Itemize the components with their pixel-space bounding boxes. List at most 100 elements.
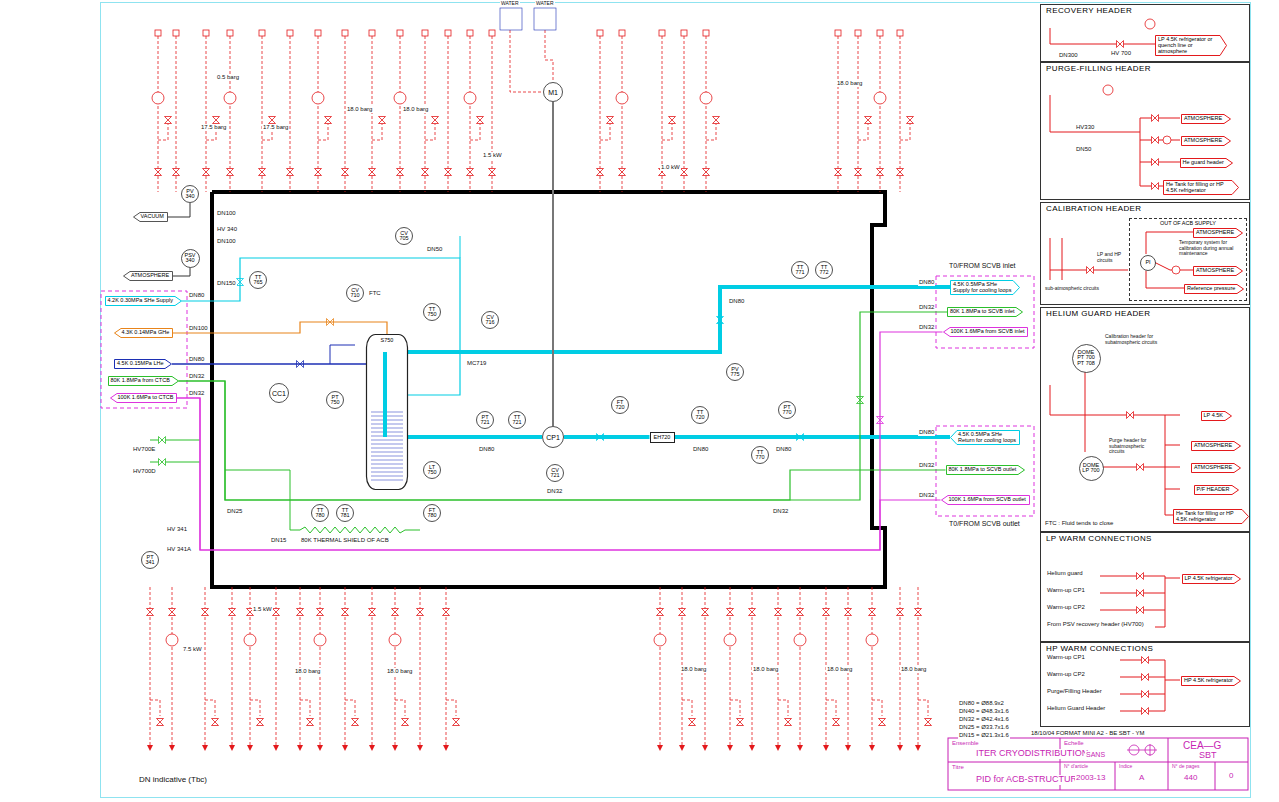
annotation-label: Warm-up CP1 bbox=[1046, 654, 1086, 661]
annotation-label: N° de pages bbox=[1171, 764, 1201, 770]
annotation-label: WATER bbox=[535, 1, 555, 7]
valve-symbol bbox=[397, 169, 404, 176]
annotation-label: DN100 bbox=[216, 210, 237, 217]
instrument-circle: CC1 bbox=[269, 383, 289, 403]
arrow-outline bbox=[105, 297, 181, 306]
vent-arrow bbox=[845, 745, 851, 751]
pipe-terminal-arrow: ATMOSPHERE bbox=[1181, 136, 1231, 146]
vent-arrow bbox=[369, 745, 375, 751]
pipe-line bbox=[1165, 467, 1180, 468]
relief-valve-symbol bbox=[619, 30, 625, 36]
pipe-terminal-arrow: 80K 1.8MPa to SCVB outlet bbox=[946, 465, 1025, 475]
node-text: CV 721 bbox=[550, 468, 559, 479]
relief-valve-symbol bbox=[155, 30, 161, 36]
process-pipe bbox=[408, 287, 950, 352]
node-text: 4.5K 0.15MPa LHe bbox=[117, 360, 164, 366]
instrument-circle: LT 750 bbox=[423, 461, 441, 479]
annotation-label: DN100 bbox=[188, 325, 209, 332]
node-text: PT 341 bbox=[145, 555, 154, 566]
annotation-label: Echelle bbox=[1063, 740, 1085, 747]
valve-symbol bbox=[379, 117, 386, 124]
pipe-line bbox=[1100, 576, 1165, 577]
pipe-terminal-arrow: 100K 1.6MPa from SCVB outlet bbox=[941, 495, 1030, 505]
annotation-label: DN32 bbox=[918, 462, 935, 469]
arrow-outline bbox=[124, 272, 173, 281]
valve-symbol bbox=[325, 117, 332, 124]
annotation-label: HV 341A bbox=[166, 546, 192, 553]
circle-outline bbox=[182, 186, 199, 203]
valve-symbol bbox=[1137, 607, 1144, 614]
circle-outline bbox=[547, 465, 564, 482]
instrument-branch bbox=[395, 700, 405, 716]
valve-symbol bbox=[342, 609, 349, 616]
instrument-branch bbox=[858, 124, 868, 140]
node-text: PURGE-FILLING HEADER bbox=[1041, 63, 1249, 76]
annotation-label: DN50 bbox=[426, 246, 443, 253]
instrument-branch bbox=[918, 700, 928, 716]
annotation-label: HV700D bbox=[132, 468, 157, 475]
projection-symbol bbox=[1127, 750, 1157, 751]
arrow-outline bbox=[951, 430, 1020, 444]
circle-outline bbox=[424, 505, 441, 522]
annotation-label: DN80 bbox=[775, 446, 792, 453]
instrument-circle: TT 770 bbox=[751, 446, 769, 464]
annotation-label: DN32 bbox=[546, 488, 563, 495]
title-grid bbox=[1215, 762, 1216, 790]
relief-valve-symbol bbox=[422, 30, 428, 36]
frame-rect bbox=[101, 3, 1251, 798]
pipe-terminal-arrow: 100K 1.6MPa to CTCB bbox=[110, 393, 177, 403]
valve-symbol bbox=[1142, 691, 1149, 698]
frame-rect bbox=[936, 276, 1034, 348]
instrument-circle: CV 721 bbox=[546, 464, 564, 482]
node-text: DOME LP 700 bbox=[1082, 463, 1100, 474]
annotation-label: DN50 bbox=[1075, 146, 1092, 153]
node-text: He guard header bbox=[1183, 159, 1225, 165]
annotation-label: DN indicative (Tbc) bbox=[138, 776, 208, 785]
water-line bbox=[510, 30, 543, 92]
valve-symbol bbox=[657, 609, 664, 616]
node-text: PT 750 bbox=[330, 395, 339, 406]
liquid-hatch bbox=[371, 480, 403, 481]
annotation-label: DN32 bbox=[918, 324, 935, 331]
liquid-hatch bbox=[371, 472, 403, 473]
instrument-circle: PV 340 bbox=[181, 185, 199, 203]
relief-valve-symbol bbox=[315, 30, 321, 36]
node-text: S750 bbox=[366, 334, 408, 343]
pipe-line bbox=[1165, 680, 1180, 681]
node-text: HP 4.5K refrigerator bbox=[1184, 677, 1233, 683]
instrument-circle: DOME LP 700 bbox=[1079, 456, 1104, 481]
external-supply-box: OUT OF ACB SUPPLYATMOSPHEREATMOSPHERERef… bbox=[1129, 218, 1247, 301]
annotation-label: 2003-13 bbox=[1075, 774, 1106, 783]
instrument-circle: CP1 bbox=[542, 426, 564, 448]
heater-box: EH720 bbox=[650, 432, 675, 443]
annotation-label: DN32 bbox=[772, 508, 789, 515]
instrument-circle: TT 721 bbox=[508, 411, 526, 429]
circle-outline bbox=[509, 412, 526, 429]
relief-valve-symbol bbox=[227, 30, 233, 36]
valve-symbol bbox=[1142, 657, 1149, 664]
annotation-label: DN32 bbox=[918, 304, 935, 311]
arrow-outline bbox=[1192, 464, 1241, 473]
valve-symbol bbox=[835, 169, 842, 176]
pipe-terminal-arrow: He guard header bbox=[1180, 158, 1233, 168]
valve-symbol bbox=[297, 609, 304, 616]
node-text: CALIBRATION HEADER bbox=[1041, 203, 1249, 216]
annotation-label: DN150 bbox=[216, 280, 237, 287]
valve-symbol bbox=[1117, 41, 1124, 48]
node-text: CP1 bbox=[546, 434, 560, 441]
liquid-hatch bbox=[371, 464, 403, 465]
frame-rect bbox=[101, 291, 187, 408]
pipe-line bbox=[1062, 238, 1063, 280]
instrument-branch bbox=[150, 700, 160, 716]
vent-arrow bbox=[869, 745, 875, 751]
vent-arrow bbox=[679, 745, 685, 751]
instrument-symbol bbox=[874, 92, 886, 104]
node-text: LT 750 bbox=[427, 465, 436, 476]
vent-arrow bbox=[702, 745, 708, 751]
node-text: CV 716 bbox=[485, 315, 494, 326]
valve-symbol bbox=[159, 437, 166, 444]
relief-valve-symbol bbox=[173, 30, 179, 36]
